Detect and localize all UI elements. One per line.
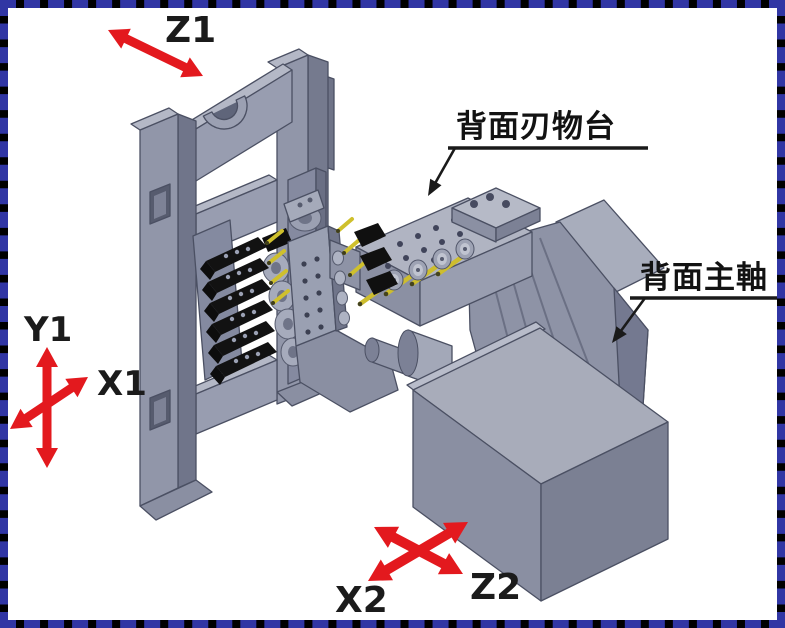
back-spindle <box>406 321 669 602</box>
axis-arrows <box>10 28 468 581</box>
back-tool-post-leader <box>431 147 457 188</box>
z2-axis-arrow <box>374 526 463 575</box>
tool-slide <box>265 189 398 347</box>
tool-pins-left <box>265 229 290 305</box>
x2-axis-label: X2 <box>335 580 388 621</box>
cradle-notch <box>202 95 248 130</box>
back-tool-post-callout: 背面刃物台 <box>428 109 648 196</box>
y1-axis-label: Y1 <box>23 310 72 350</box>
gang-tools <box>200 237 277 385</box>
slide-holes <box>301 256 324 335</box>
back-spindle-label: 背面主軸 <box>640 260 768 296</box>
back-spindle-leader <box>616 297 647 336</box>
z1-axis-label: Z1 <box>165 10 216 51</box>
back-spindle-leader-arrowhead <box>612 326 627 343</box>
tool-pins-right <box>336 217 398 295</box>
back-tool-post-label: 背面刃物台 <box>456 109 616 145</box>
back-spindle-callout: 背面主軸 <box>612 260 778 343</box>
x1-axis-arrow <box>10 377 88 429</box>
back-tool-post-leader-arrowhead <box>428 178 442 196</box>
z1-axis-arrow <box>108 28 203 78</box>
z2-axis-label: Z2 <box>470 567 521 608</box>
x1-axis-label: X1 <box>97 364 147 404</box>
